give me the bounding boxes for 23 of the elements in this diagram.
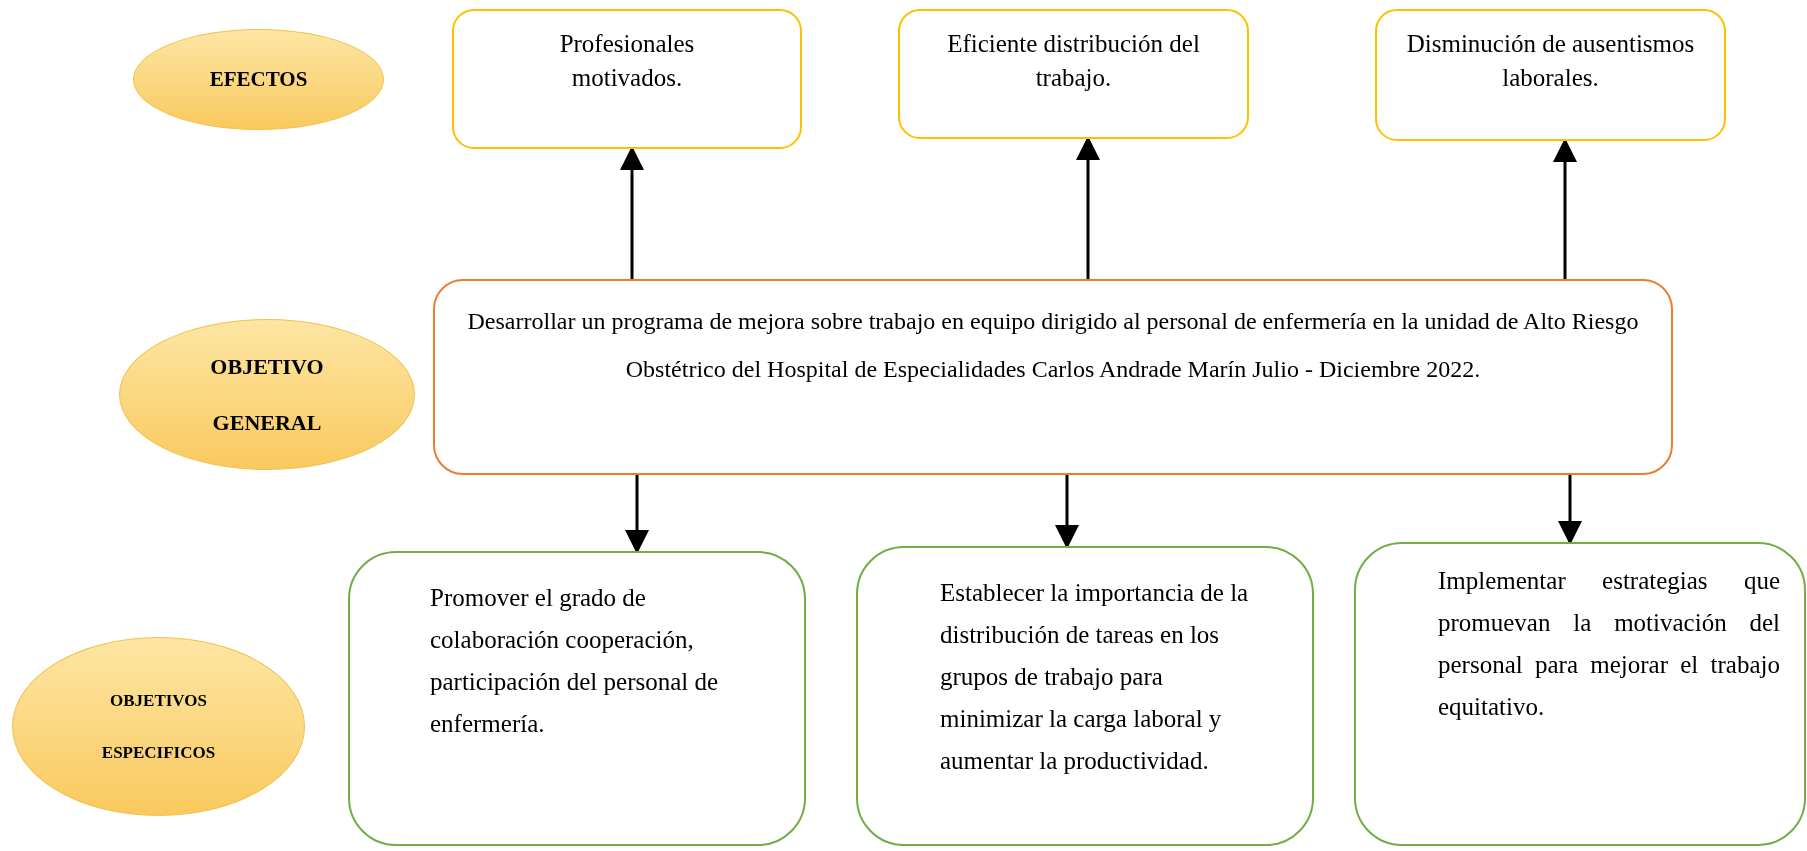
arrow bbox=[1076, 136, 1100, 279]
arrow bbox=[625, 475, 649, 554]
node-text: Establecer la importancia de la distribución de tareas en los grupos de trabajo para minimizar la carga laboral y aumentar la productividad. bbox=[939, 578, 1250, 776]
node-text: Implementar estrategias que promuevan la motivación del personal para mejorar el trabajo equitativo. bbox=[1437, 566, 1781, 722]
node-text: OBJETIVOS ESPECIFICOS bbox=[100, 689, 217, 764]
node-text: Disminución de ausentismos laborales. bbox=[1405, 29, 1696, 93]
node-text: EFECTOS bbox=[209, 65, 308, 93]
specific-objective-box bbox=[856, 546, 1314, 846]
node-text: Eficiente distribución del trabajo. bbox=[946, 29, 1201, 93]
arrow bbox=[1055, 475, 1079, 549]
node-text: Promover el grado de colaboración cooperación, participación del personal de enfermería. bbox=[429, 583, 720, 739]
objective-box bbox=[433, 279, 1673, 475]
arrow bbox=[1558, 475, 1582, 545]
arrow bbox=[1553, 138, 1577, 279]
effect-box bbox=[452, 9, 802, 149]
node-text: Profesionales motivados. bbox=[558, 29, 696, 93]
arrow bbox=[620, 146, 644, 279]
effect-box bbox=[1375, 9, 1726, 141]
node-text: Desarrollar un programa de mejora sobre trabajo en equipo dirigido al personal de enfermería en la unidad de Alto Riesgo Obstétrico del Hospital de Especialidades Carlos Andrade Marín Julio - Diciembre 2022. bbox=[466, 307, 1640, 384]
effect-box bbox=[898, 9, 1249, 139]
node-text: OBJETIVO GENERAL bbox=[209, 352, 325, 437]
specific-objective-box bbox=[348, 551, 806, 846]
specific-objective-box bbox=[1354, 542, 1806, 846]
